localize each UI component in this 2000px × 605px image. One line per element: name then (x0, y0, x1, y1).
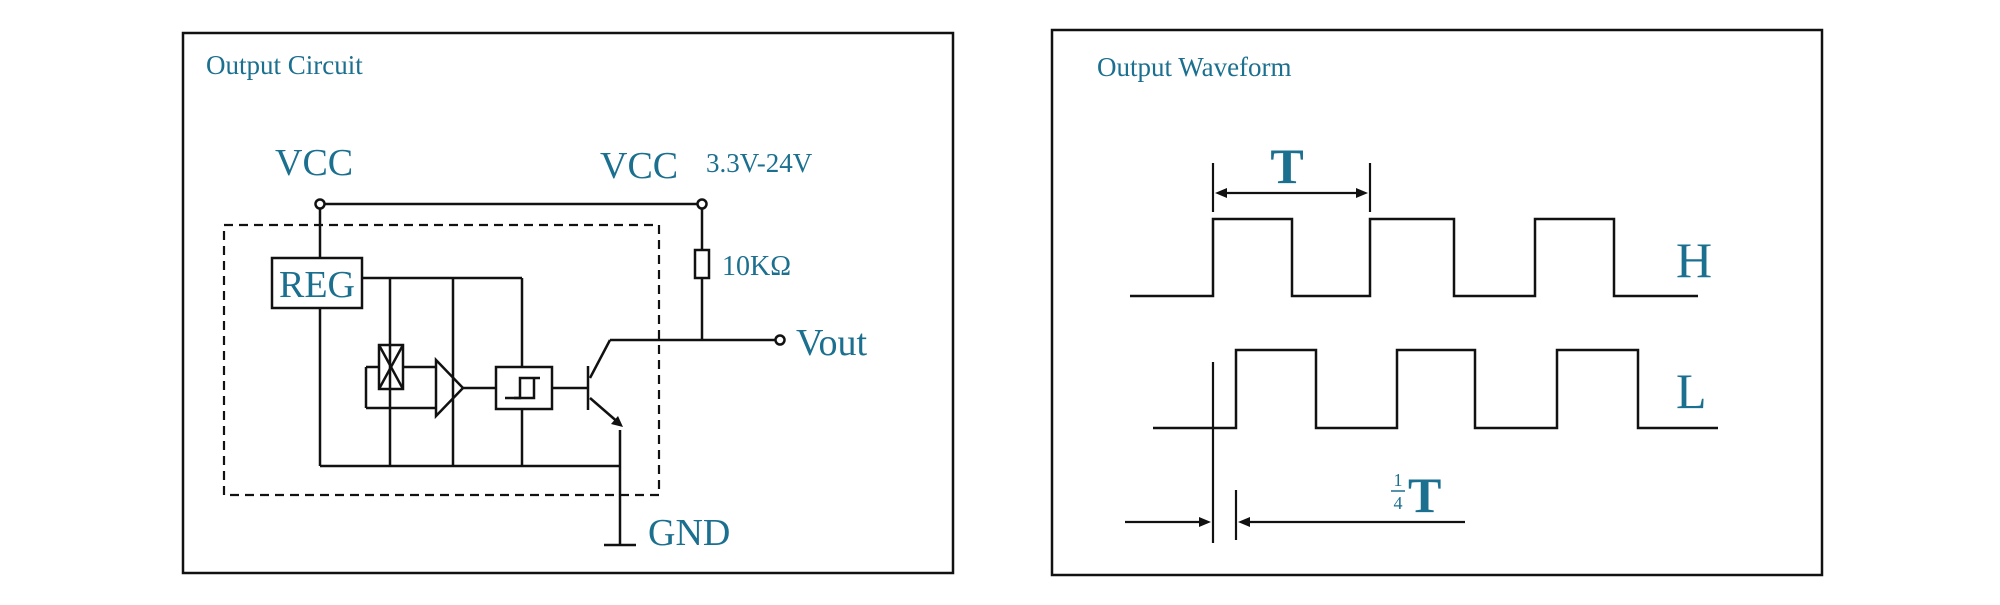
period-label: T (1270, 138, 1303, 194)
resistor-label: 10KΩ (722, 251, 791, 282)
phase-arrow-right (1238, 517, 1250, 527)
phase-arrow-left (1199, 517, 1211, 527)
output-circuit-panel: Output Circuit VCC VCC 3.3V-24V (181, 31, 955, 575)
phase-fraction-numerator: 1 (1394, 470, 1403, 490)
phase-fraction-denominator: 4 (1394, 493, 1403, 513)
vcc-right-node (696, 198, 708, 210)
vcc-left-node (314, 198, 326, 210)
amplifier-symbol (434, 356, 465, 420)
vcc-right-label: VCC (600, 145, 678, 187)
circuit-wiring (222, 198, 786, 547)
waveform-panel-border (1050, 28, 1824, 577)
low-waveform (1153, 348, 1718, 430)
circuit-panel-border (181, 31, 955, 575)
vout-label: Vout (796, 322, 868, 364)
emitter-arrow (611, 416, 623, 427)
phase-offset-marker (1125, 362, 1465, 543)
regulator-block (270, 256, 364, 310)
reg-label: REG (279, 264, 355, 306)
supply-range-label: 3.3V-24V (706, 148, 813, 178)
period-arrow-left (1215, 188, 1227, 198)
schmitt-trigger-block (494, 365, 554, 411)
circuit-panel-title: Output Circuit (206, 50, 363, 80)
waveform-panel-title: Output Waveform (1097, 52, 1292, 82)
phase-label: T (1408, 467, 1441, 523)
period-marker (1211, 163, 1372, 212)
high-label: H (1676, 232, 1712, 288)
sensor-ic-boundary (222, 223, 661, 497)
low-label: L (1676, 363, 1707, 419)
period-arrow-right (1356, 188, 1368, 198)
high-waveform (1130, 217, 1698, 298)
vout-node (774, 334, 786, 346)
gnd-label: GND (648, 512, 730, 554)
vcc-left-label: VCC (275, 142, 353, 184)
output-waveform-panel: Output Waveform T H L 1 4 T (1050, 28, 1824, 577)
pull-up-resistor (693, 248, 711, 280)
